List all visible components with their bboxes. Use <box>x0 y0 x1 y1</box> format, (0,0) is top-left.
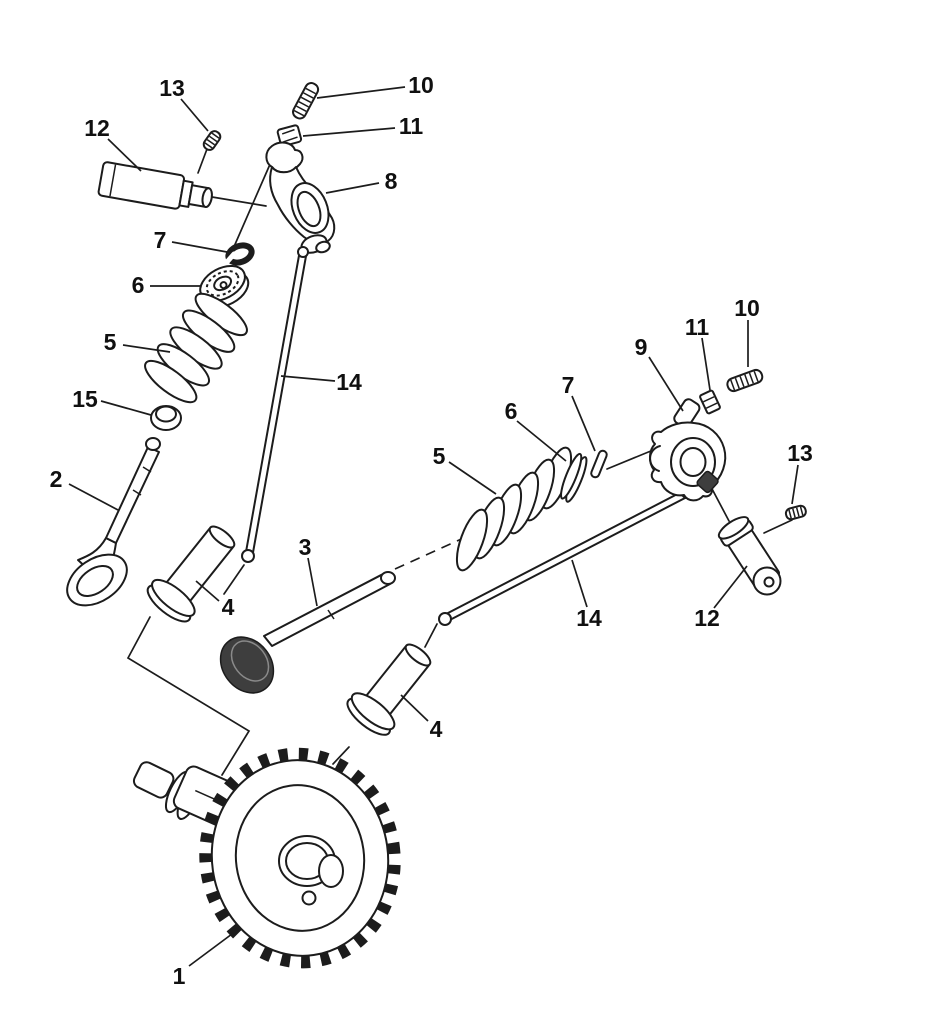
callout-11-right: 11 <box>685 314 710 340</box>
callout-4-left-leader <box>195 580 220 602</box>
rocker-shaft-left-drawing <box>97 161 213 210</box>
callout-6-right-leader <box>516 420 567 462</box>
callout-9: 9 <box>635 334 648 360</box>
callout-12-upper-left-leader <box>107 138 142 172</box>
callout-6-left: 6 <box>132 272 145 298</box>
push-rod-left-drawing <box>241 246 309 563</box>
callout-10-upper-leader <box>316 86 406 99</box>
valve-center-drawing <box>219 571 396 694</box>
callout-14-left: 14 <box>336 369 362 395</box>
callout-1-leader <box>188 930 237 967</box>
valve-stem-seal-drawing <box>150 405 182 431</box>
valve-lifter-right-drawing <box>346 643 432 736</box>
valve-left-drawing <box>66 437 161 607</box>
callout-15: 15 <box>72 386 98 412</box>
callout-12-upper-left: 12 <box>84 115 110 141</box>
locknut-right-drawing <box>699 389 721 415</box>
callout-5-right-leader <box>448 461 497 495</box>
screw-left-drawing <box>202 130 222 151</box>
callout-4-right-leader <box>400 694 429 722</box>
rocker-arm-right-drawing <box>649 398 727 502</box>
screw-right-drawing <box>784 504 807 521</box>
adjuster-stud-left-drawing <box>292 82 320 120</box>
callout-5-right: 5 <box>433 443 446 469</box>
callout-13-upper-left-leader <box>180 98 209 132</box>
callout-1: 1 <box>173 963 186 989</box>
callout-13-right: 13 <box>787 440 813 466</box>
callout-4-right: 4 <box>430 716 443 742</box>
callout-2: 2 <box>50 466 63 492</box>
callout-2-leader <box>68 483 119 511</box>
callout-7-left-leader <box>171 241 228 253</box>
callout-5-left: 5 <box>104 329 117 355</box>
valve-keeper-left-drawing <box>224 242 255 266</box>
callout-7-right: 7 <box>562 372 575 398</box>
callout-7-right-leader <box>571 395 596 452</box>
rocker-arm-left-drawing <box>265 141 336 254</box>
callout-14-right-leader <box>571 559 588 608</box>
callout-8: 8 <box>385 168 398 194</box>
callout-10-right: 10 <box>734 295 760 321</box>
callout-11-right-leader <box>701 337 711 391</box>
callout-13-upper-left: 13 <box>159 75 185 101</box>
valve-spring-right-drawing <box>455 446 573 572</box>
pin-right-drawing <box>590 449 608 479</box>
adjuster-stud-right-drawing <box>726 368 764 393</box>
callout-11-upper-leader <box>302 127 396 137</box>
callout-14-right: 14 <box>576 605 602 631</box>
callout-13-right-leader <box>791 464 799 505</box>
callout-15-leader <box>100 400 152 416</box>
callout-12-right-leader <box>713 565 748 609</box>
callout-6-right: 6 <box>505 398 518 424</box>
callout-5-left-leader <box>122 344 171 353</box>
camshaft-drawing <box>132 747 401 969</box>
callout-10-upper: 10 <box>408 72 434 98</box>
callout-3: 3 <box>299 534 312 560</box>
valve-spring-left-drawing <box>144 292 248 404</box>
valve-lifter-left-drawing <box>146 525 236 623</box>
spring-seat-right-drawing <box>560 452 588 503</box>
callout-3-leader <box>307 557 318 607</box>
locknut-left-drawing <box>276 124 303 147</box>
callout-12-right: 12 <box>694 605 720 631</box>
callout-4-left: 4 <box>222 594 235 620</box>
rocker-shaft-right-drawing <box>717 516 782 596</box>
callout-7-left: 7 <box>154 227 167 253</box>
callout-11-upper: 11 <box>399 113 424 139</box>
callout-14-left-leader <box>280 375 336 382</box>
callout-9-leader <box>648 356 684 412</box>
callout-8-leader <box>325 182 380 194</box>
